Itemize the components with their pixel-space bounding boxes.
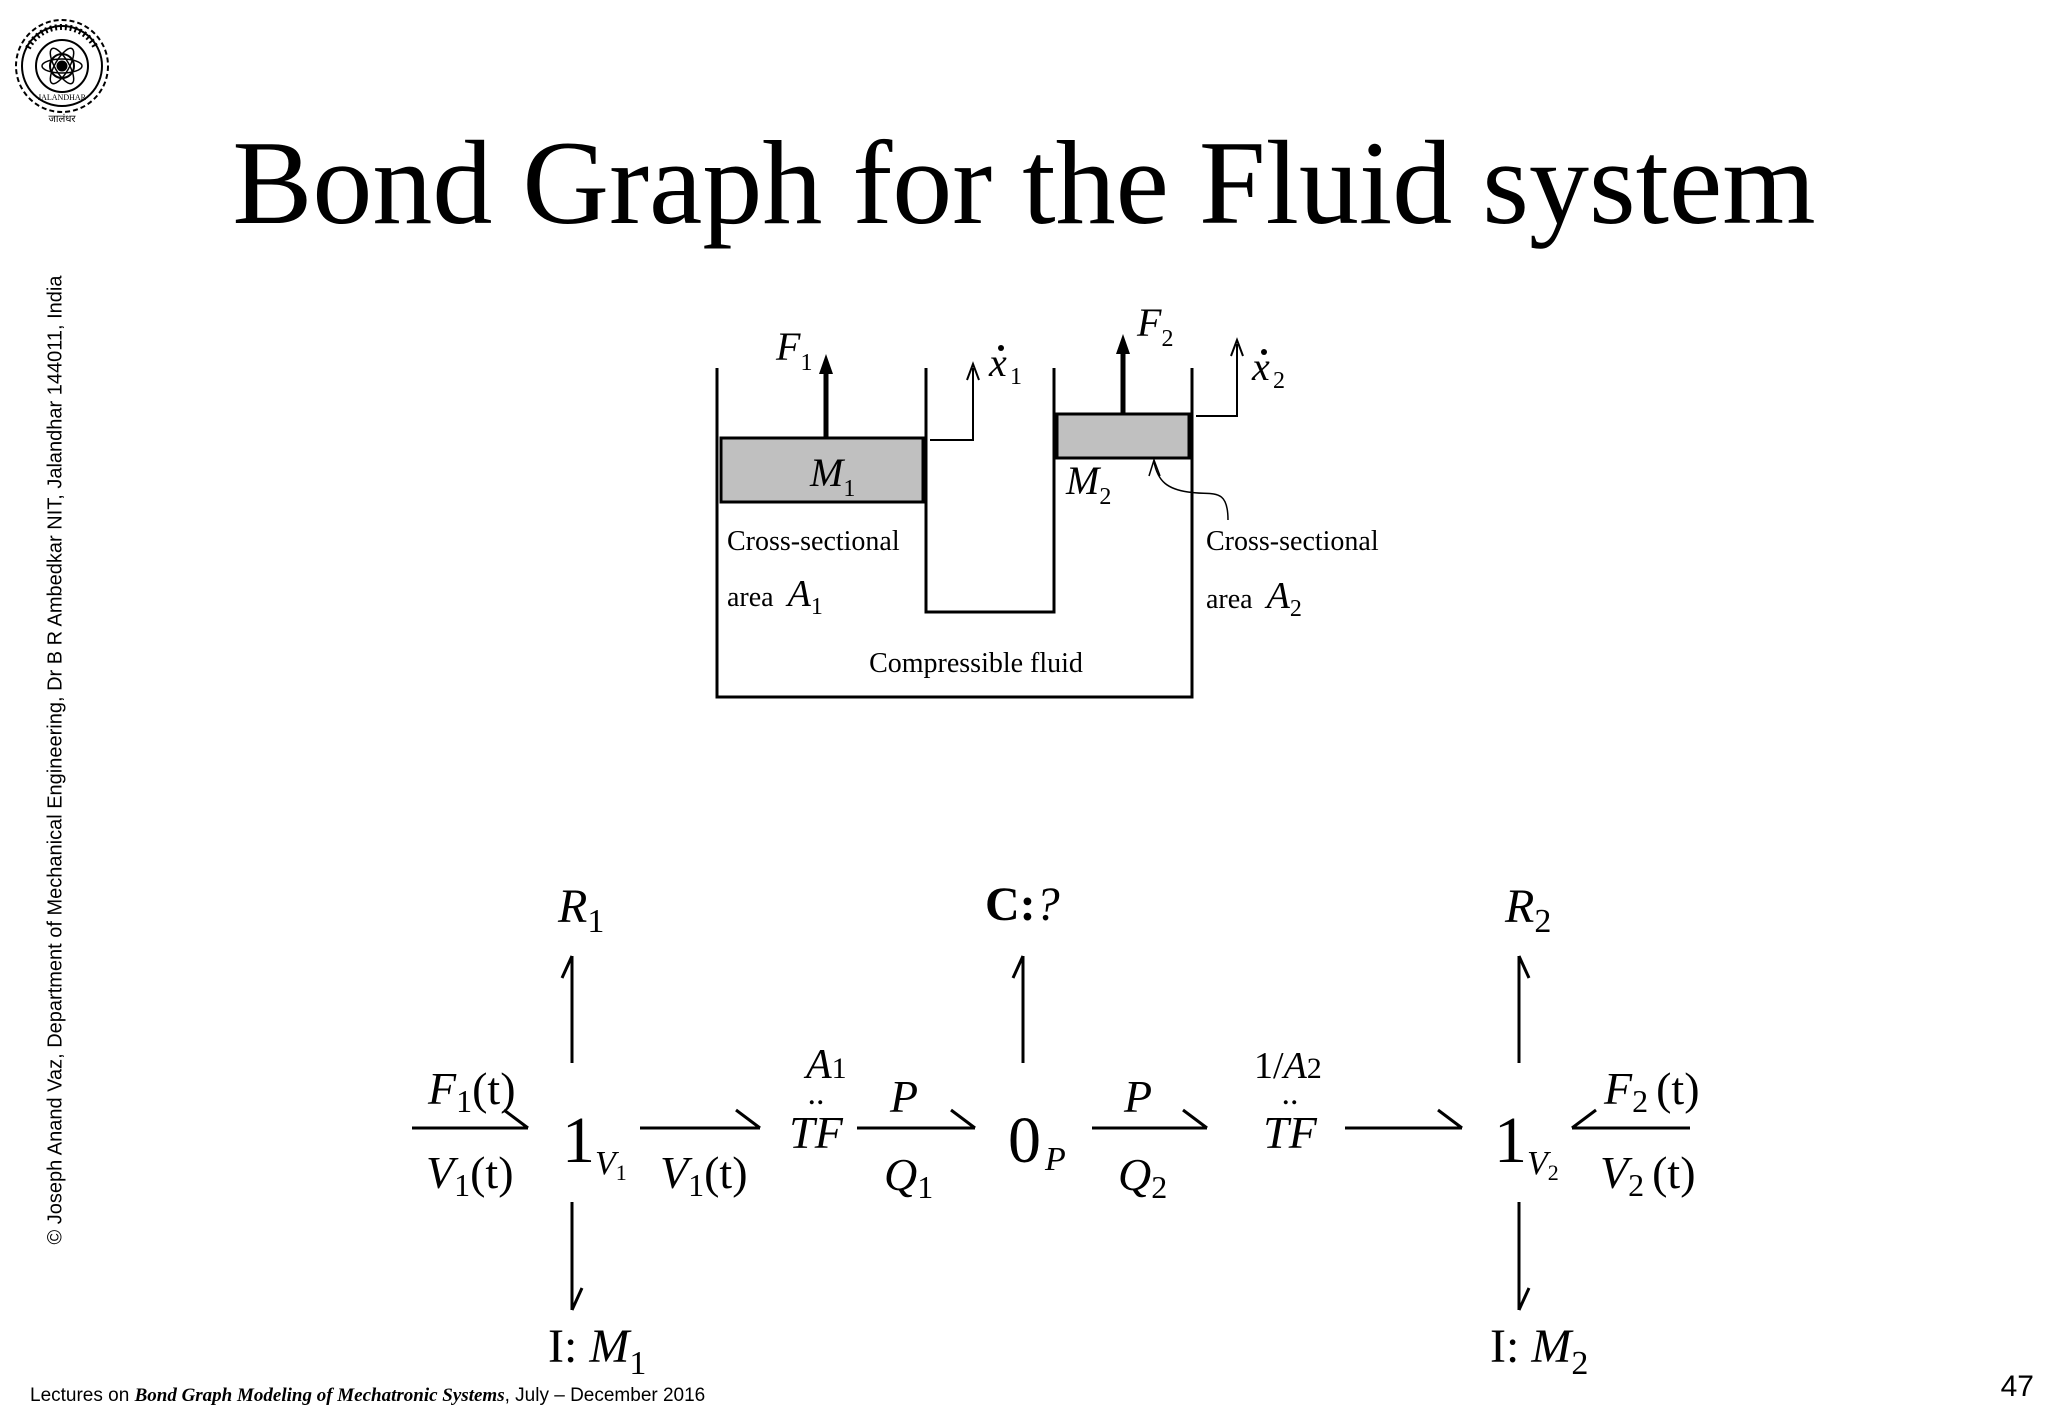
source-1-effort: F1(t) <box>427 1063 516 1119</box>
c-element: C:? <box>985 878 1060 931</box>
i2-element: I: M2 <box>1490 1320 1588 1382</box>
fluid-label: Compressible fluid <box>869 648 1083 679</box>
source-2-flow: V2(t) <box>1600 1147 1696 1203</box>
tf1-dots: .. <box>808 1075 825 1112</box>
tf2-modulus: 1/A2 <box>1254 1045 1322 1087</box>
footer-prefix: Lectures on <box>30 1385 135 1406</box>
force-1-label: F1 <box>775 324 812 376</box>
bond-1v2-to-r2 <box>1517 955 1531 1063</box>
svg-text:1: 1 <box>1010 364 1022 390</box>
r2-element: R2 <box>1504 880 1551 940</box>
junction-1-v2: 1V2 <box>1494 1104 1559 1185</box>
container-outline <box>715 368 1194 699</box>
force-2-label: F2 <box>1136 300 1173 352</box>
junction-1-v1: 1V1 <box>562 1104 627 1185</box>
bond-3-effort: P <box>889 1071 918 1122</box>
velocity-indicator-1 <box>930 361 980 441</box>
bond-3-flow: Q1 <box>884 1149 933 1205</box>
page-number: 47 <box>2000 1370 2034 1403</box>
bond-source-1 <box>412 1108 529 1130</box>
tf2-dots: .. <box>1282 1075 1299 1112</box>
mass-2-label: M2 <box>1065 458 1111 510</box>
force-arrow-1 <box>819 354 833 438</box>
logo-text-hindi: जालंधर <box>48 113 76 125</box>
velocity-indicator-2 <box>1196 337 1244 417</box>
institute-logo: JALANDHAR जालंधर <box>15 19 109 125</box>
mass-1-label: M1 <box>809 450 855 502</box>
i1-element: I: M1 <box>548 1320 646 1382</box>
area-1-line1: Cross-sectional <box>727 526 900 557</box>
bond-4-effort: P <box>1123 1071 1152 1122</box>
bond-0p-to-c <box>1011 955 1025 1063</box>
logo-seal <box>15 19 109 113</box>
piston-mass-2 <box>1055 412 1191 460</box>
bond-tf1-to-0p <box>857 1108 976 1130</box>
bond-1v1-to-r1 <box>560 955 574 1063</box>
source-2-effort: F2(t) <box>1603 1063 1700 1119</box>
bond-1v1-to-tf1 <box>640 1108 761 1130</box>
bond-1v2-to-i2 <box>1517 1202 1531 1311</box>
r1-element: R1 <box>557 880 604 940</box>
bond-0p-to-tf2 <box>1092 1108 1208 1130</box>
velocity-2-label: x 2 <box>1251 344 1285 394</box>
bond-1v1-to-i1 <box>570 1202 584 1311</box>
tf1-modulus: A1 <box>803 1042 847 1088</box>
area-2-leader-arrowhead <box>1148 457 1161 477</box>
tf2-element: TF <box>1263 1107 1318 1158</box>
bond-4-flow: Q2 <box>1118 1149 1167 1205</box>
piston-mass-1 <box>719 436 925 504</box>
svg-text:x: x <box>1251 344 1270 389</box>
footer-course-title: Bond Graph Modeling of Mechatronic Syste… <box>134 1385 505 1406</box>
bond-tf2-to-1v2 <box>1345 1108 1463 1130</box>
source-1-flow: V1(t) <box>426 1147 514 1203</box>
slide-title: Bond Graph for the Fluid system <box>232 116 1816 249</box>
velocity-1-label: x 1 <box>988 340 1022 390</box>
area-2-leader <box>1153 461 1229 521</box>
logo-text-lower: JALANDHAR <box>38 93 87 102</box>
footer: Lectures on Bond Graph Modeling of Mecha… <box>30 1385 705 1407</box>
force-arrow-2 <box>1116 334 1130 414</box>
svg-text:2: 2 <box>1273 368 1285 394</box>
bond-2-flow: V1(t) <box>660 1147 748 1203</box>
bond-source-2 <box>1571 1108 1690 1130</box>
footer-suffix: , July – December 2016 <box>504 1385 706 1406</box>
tf1-element: TF <box>789 1107 844 1158</box>
svg-text:x: x <box>988 340 1007 385</box>
area-2-line1: Cross-sectional <box>1206 526 1379 557</box>
